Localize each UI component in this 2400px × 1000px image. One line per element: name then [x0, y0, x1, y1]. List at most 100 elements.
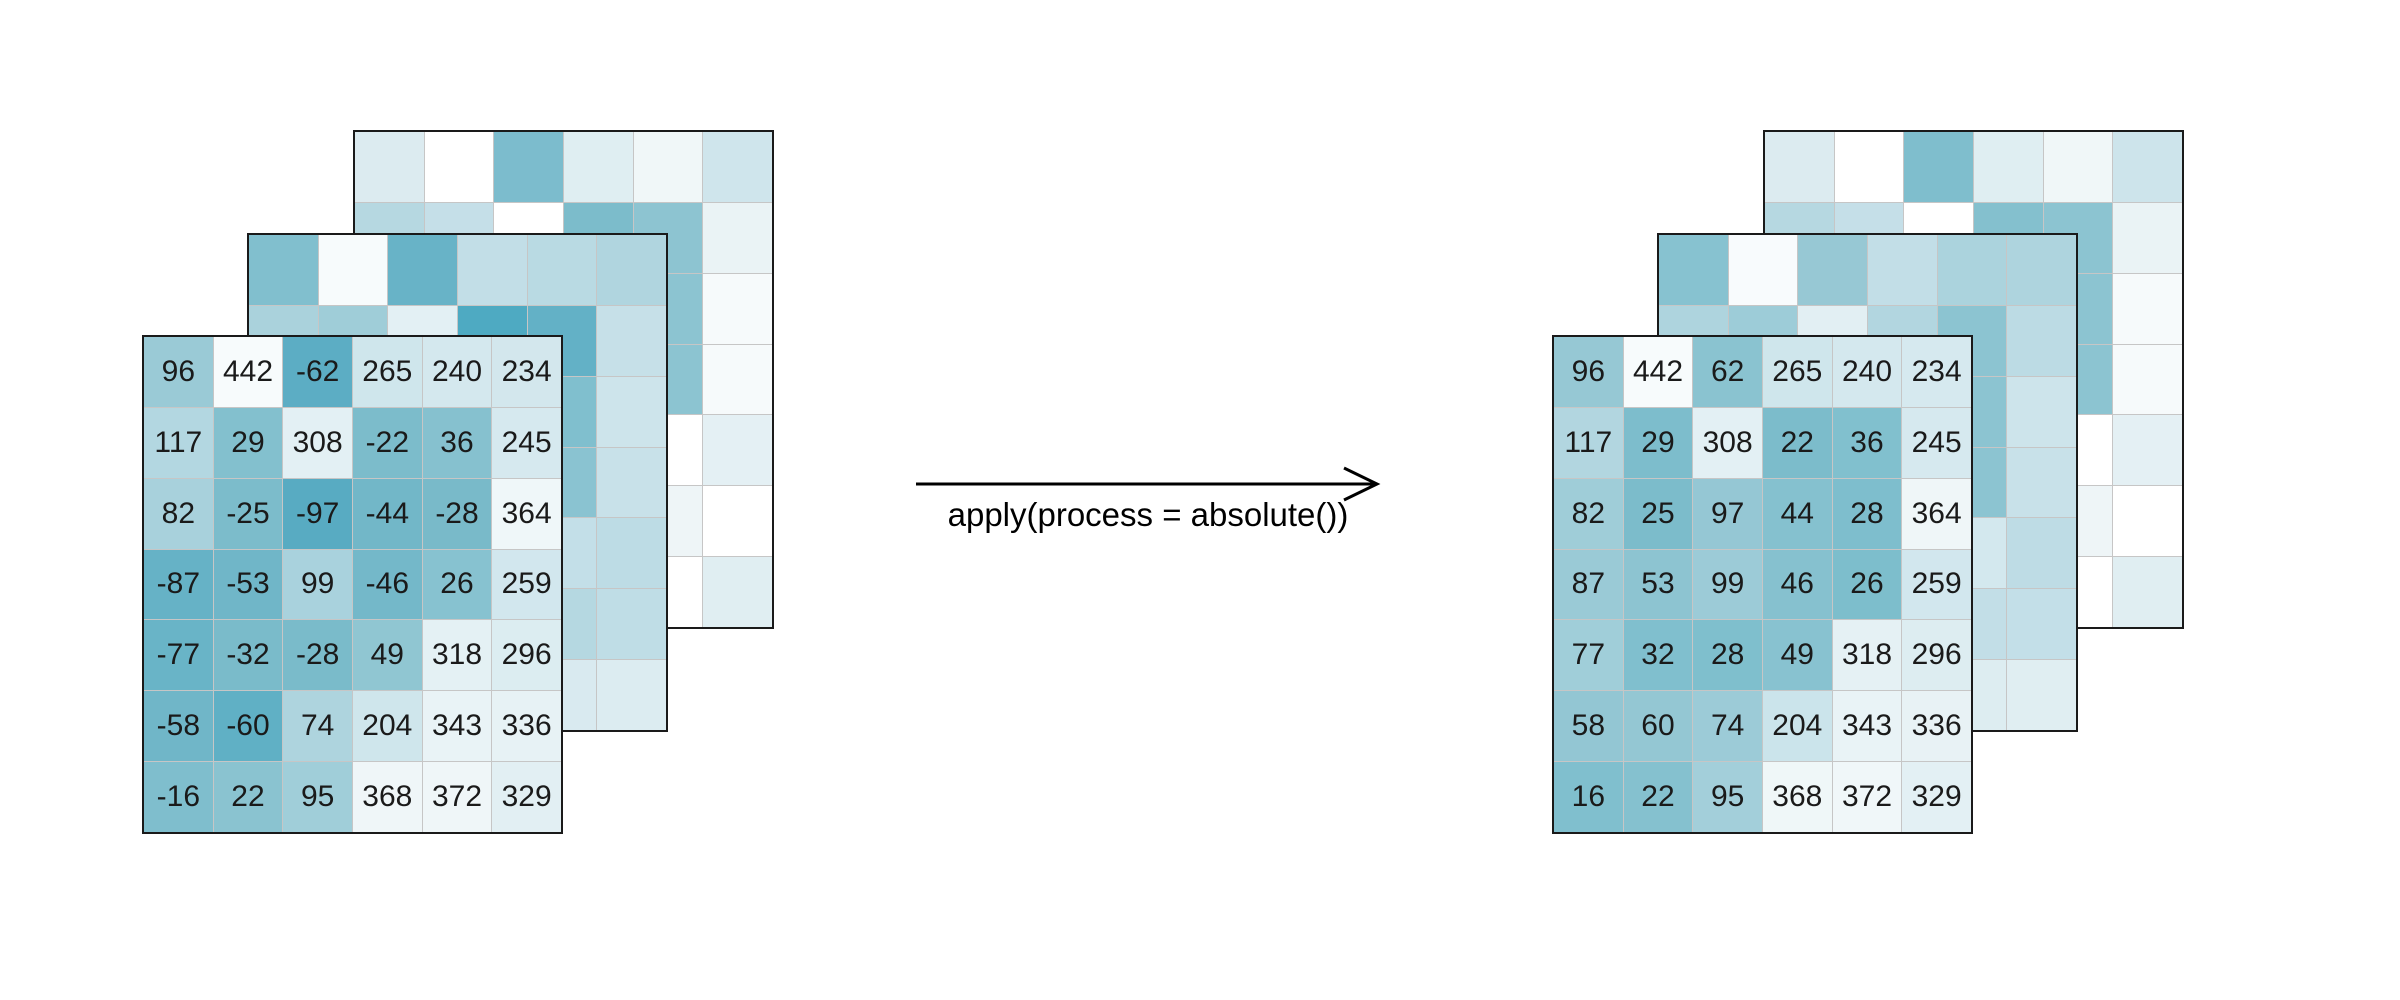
grid-cell	[597, 235, 666, 305]
grid-cell	[597, 305, 666, 376]
grid-cell: 240	[1832, 337, 1902, 407]
grid-cell	[527, 235, 597, 305]
grid-cell: 336	[492, 691, 561, 762]
grid-cell	[249, 235, 318, 305]
grid-cell	[703, 344, 772, 415]
grid-cell	[1937, 235, 2007, 305]
grid-cell	[703, 273, 772, 344]
grid-cell	[597, 660, 666, 730]
grid-cell	[597, 447, 666, 518]
grid-cell: 240	[422, 337, 492, 407]
grid-cell: -28	[283, 620, 352, 691]
grid-cell	[457, 235, 527, 305]
grid-cell: 74	[1693, 691, 1762, 762]
grid-cell: 29	[1623, 407, 1693, 478]
grid-cell	[2113, 415, 2182, 486]
grid-cell: 28	[1832, 478, 1902, 549]
grid-cell: 58	[1554, 691, 1623, 762]
grid-cell: 318	[1832, 620, 1902, 691]
grid-cell	[2113, 486, 2182, 557]
grid-cell	[2113, 202, 2182, 273]
transform-arrow-icon	[916, 466, 1381, 502]
grid-cell: 117	[144, 407, 213, 478]
grid-cell: 368	[352, 762, 422, 832]
grid-cell	[1973, 132, 2043, 202]
grid-cell: -44	[352, 478, 422, 549]
grid-cell	[388, 235, 457, 305]
grid-cell: 117	[1554, 407, 1623, 478]
grid-cell: 49	[1762, 620, 1832, 691]
grid-cell: 62	[1693, 337, 1762, 407]
grid-cell: 234	[492, 337, 561, 407]
grid-cell	[1798, 235, 1867, 305]
grid-cell: 26	[422, 549, 492, 620]
grid-cell: -60	[213, 691, 283, 762]
grid-cell: 204	[1762, 691, 1832, 762]
grid-cell: 16	[1554, 762, 1623, 832]
grid-cell: 296	[1902, 620, 1971, 691]
grid-cell	[1867, 235, 1937, 305]
grid-cell	[1904, 132, 1973, 202]
grid-cell: 82	[144, 478, 213, 549]
grid-cell	[597, 518, 666, 589]
grid-cell	[2113, 273, 2182, 344]
grid-cell	[2113, 344, 2182, 415]
grid-cell: 259	[1902, 549, 1971, 620]
grid-cell	[1834, 132, 1904, 202]
grid-cell: -22	[352, 407, 422, 478]
grid-cell: -28	[422, 478, 492, 549]
grid-cell	[2043, 132, 2113, 202]
grid-cell: -62	[283, 337, 352, 407]
grid-cell	[1765, 132, 1834, 202]
grid-cell: -77	[144, 620, 213, 691]
grid-cell	[1728, 235, 1798, 305]
grid-cell: 97	[1693, 478, 1762, 549]
grid-cell: -53	[213, 549, 283, 620]
grid-cell: 25	[1623, 478, 1693, 549]
grid-cell: 372	[422, 762, 492, 832]
grid-cell: 329	[492, 762, 561, 832]
grid-cell: 22	[213, 762, 283, 832]
grid-cell: 22	[1762, 407, 1832, 478]
grid-cell: 308	[283, 407, 352, 478]
grid-cell	[355, 132, 424, 202]
grid-cell	[703, 486, 772, 557]
grid-cell	[597, 589, 666, 660]
grid-cell: 265	[1762, 337, 1832, 407]
grid-cell: 36	[422, 407, 492, 478]
grid-cell: 77	[1554, 620, 1623, 691]
grid-cell	[1659, 235, 1728, 305]
grid-cell	[703, 202, 772, 273]
grid-cell: 82	[1554, 478, 1623, 549]
grid-cell	[2007, 376, 2076, 447]
grid-cell: 308	[1693, 407, 1762, 478]
grid-cell: -97	[283, 478, 352, 549]
grid-cell: 343	[422, 691, 492, 762]
grid-cell: 336	[1902, 691, 1971, 762]
grid-cell: 368	[1762, 762, 1832, 832]
grid-cell: 329	[1902, 762, 1971, 832]
grid-cell: -32	[213, 620, 283, 691]
grid-cell	[2113, 557, 2182, 627]
arrow-head	[1343, 466, 1381, 502]
grid-cell	[2007, 305, 2076, 376]
grid-cell	[2007, 518, 2076, 589]
grid-cell: 32	[1623, 620, 1693, 691]
grid-cell	[703, 132, 772, 202]
grid-cell: 372	[1832, 762, 1902, 832]
grid-cell: 442	[213, 337, 283, 407]
grid-cell: 36	[1832, 407, 1902, 478]
grid-cell: -58	[144, 691, 213, 762]
process-label: apply(process = absolute())	[947, 496, 1349, 533]
grid-cell	[2113, 132, 2182, 202]
grid-cell: 53	[1623, 549, 1693, 620]
grid-cell: 296	[492, 620, 561, 691]
grid-cell: 442	[1623, 337, 1693, 407]
grid-cell: 87	[1554, 549, 1623, 620]
grid-cell: 234	[1902, 337, 1971, 407]
grid-cell: 259	[492, 549, 561, 620]
grid-cell: 26	[1832, 549, 1902, 620]
grid-cell: 364	[1902, 478, 1971, 549]
grid-cell	[563, 132, 633, 202]
